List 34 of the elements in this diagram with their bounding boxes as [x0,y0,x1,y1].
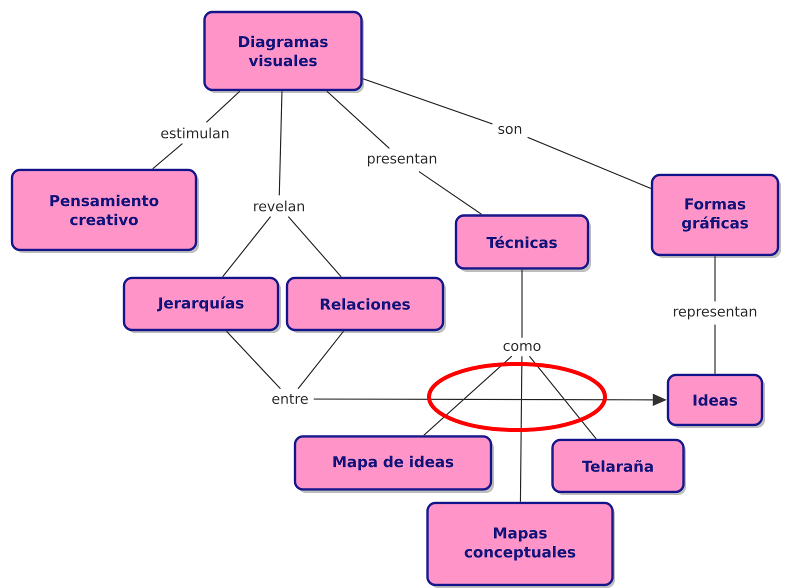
connector [206,90,240,123]
linking-phrase: revelan [254,200,304,212]
connector [288,216,342,278]
concept-box: Jerarquías [122,276,281,333]
linking-phrase: representan [674,306,756,320]
linking-phrase: entre [272,394,308,404]
connector [152,143,183,170]
connector [714,256,716,302]
connector [226,330,281,390]
connector [527,136,652,189]
connector [278,91,283,196]
concept-box: Formas gráficas [650,174,781,258]
connector [528,356,597,440]
concept-box: Diagramas visuales [203,10,364,93]
connector [418,171,482,215]
connector [222,216,272,278]
connector [326,90,390,149]
connector [520,356,523,502]
connector [362,78,493,124]
linking-phrase: estimulan [161,128,228,138]
connector [298,330,344,390]
linking-phrase: presentan [368,154,436,166]
concept-box: Ideas [666,374,765,428]
linking-phrase: son [498,126,522,134]
linking-phrase: como [504,342,540,351]
concept-box: Telaraña [551,438,686,495]
connector [521,270,523,338]
connector [423,356,512,436]
concept-box: Técnicas [454,214,591,272]
connector [714,324,716,374]
concept-box: Mapa de ideas [294,435,494,493]
concept-box: Pensamiento creativo [10,168,199,253]
concept-box: Mapas conceptuales [426,502,615,588]
concept-box: Relaciones [286,276,446,333]
